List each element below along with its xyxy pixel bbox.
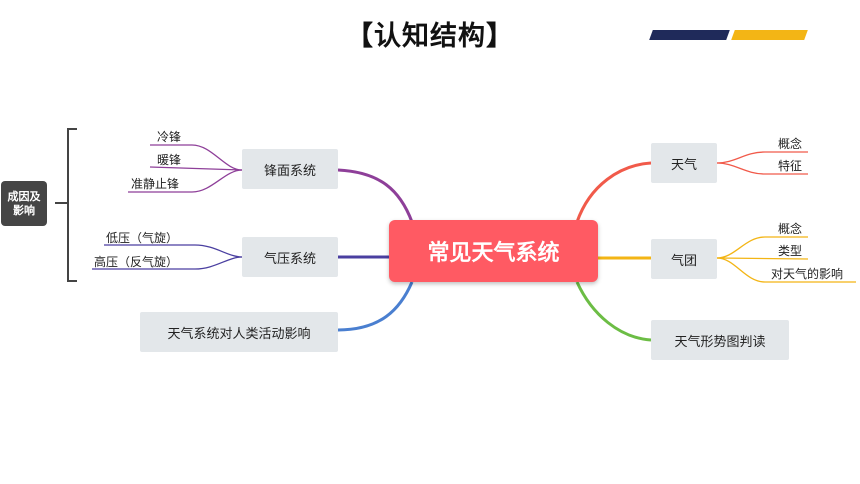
front-branch-line bbox=[337, 168, 414, 223]
leaf-line-weather-feature bbox=[716, 162, 808, 175]
leaf-cold-front: 冷锋 bbox=[157, 130, 182, 144]
center-topic: 常见天气系统 bbox=[389, 220, 598, 282]
leaf-line-low bbox=[104, 244, 243, 258]
leaf-line-airmass-concept bbox=[716, 236, 808, 259]
pressure-system-node: 气压系统 bbox=[242, 237, 338, 277]
bracket-tick bbox=[55, 202, 68, 204]
leaf-line-weather-concept bbox=[716, 151, 808, 164]
leaf-stationary-front: 准静止锋 bbox=[131, 177, 180, 191]
human-impact-node: 天气系统对人类活动影响 bbox=[140, 312, 338, 352]
leaf-airmass-type: 类型 bbox=[778, 244, 803, 258]
cause-effect-label: 成因及影响 bbox=[1, 181, 47, 226]
leaf-weather-concept: 概念 bbox=[778, 137, 803, 151]
leaf-airmass-effect: 对天气的影响 bbox=[771, 267, 844, 281]
leaf-line-airmass-effect bbox=[716, 257, 856, 283]
bracket bbox=[67, 128, 77, 282]
map-reading-node: 天气形势图判读 bbox=[651, 320, 789, 360]
leaf-line-stationary bbox=[128, 169, 243, 193]
leaf-airmass-concept: 概念 bbox=[778, 222, 803, 236]
leaf-line-high bbox=[92, 256, 243, 270]
leaf-warm-front: 暖锋 bbox=[157, 153, 182, 167]
leaf-line-warm bbox=[149, 166, 243, 171]
leaf-weather-feature: 特征 bbox=[778, 159, 803, 173]
page-title: 【认知结构】 bbox=[346, 21, 514, 52]
leaf-low-pressure: 低压（气旋） bbox=[106, 231, 179, 245]
leaf-line-airmass-type bbox=[716, 257, 809, 260]
front-system-node: 锋面系统 bbox=[242, 149, 338, 189]
impact-branch-line bbox=[337, 281, 414, 332]
weather-branch-line bbox=[575, 161, 652, 223]
map-branch-line bbox=[575, 281, 652, 342]
leaf-line-cold bbox=[150, 144, 243, 171]
air-mass-node: 气团 bbox=[651, 239, 717, 279]
leaf-high-pressure: 高压（反气旋） bbox=[94, 255, 179, 269]
weather-node: 天气 bbox=[651, 143, 717, 183]
